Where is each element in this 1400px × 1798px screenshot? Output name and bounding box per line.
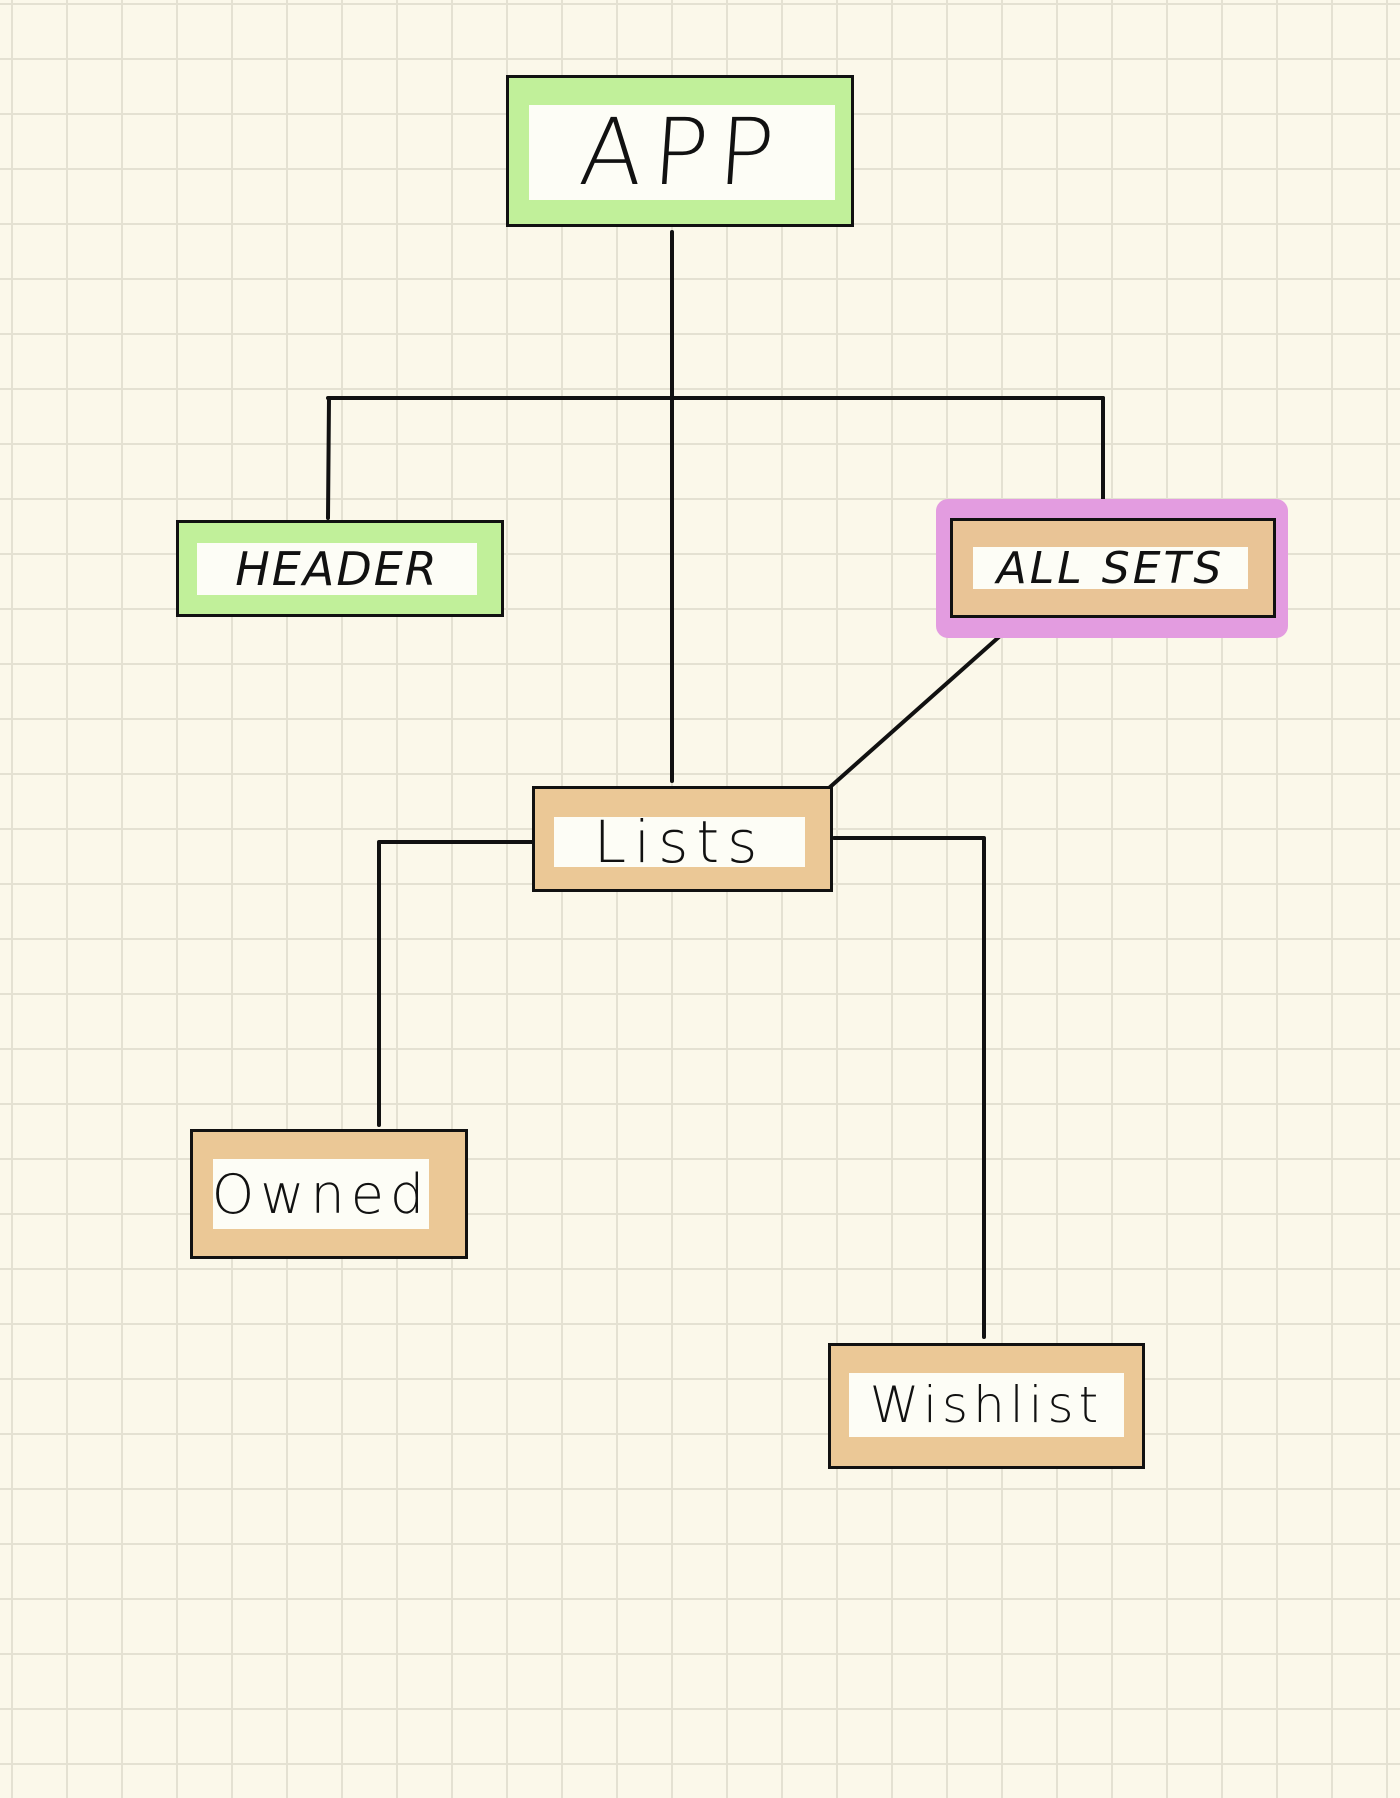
edge-lists-owned xyxy=(377,840,534,1127)
node-owned-label-area: Owned xyxy=(211,1159,431,1229)
node-wishlist-label-area: Wishlist xyxy=(849,1373,1124,1437)
node-app-label-area: APP xyxy=(529,99,835,206)
node-all-sets-label: ALL SETS xyxy=(996,542,1225,594)
edge-app-header xyxy=(326,396,331,520)
node-lists-label: Lists xyxy=(593,808,766,876)
node-lists: Lists xyxy=(532,786,833,892)
node-wishlist-label: Wishlist xyxy=(869,1376,1104,1434)
node-all-sets: ALL SETS xyxy=(950,518,1276,618)
node-header-label-area: HEADER xyxy=(197,542,477,596)
node-header-label: HEADER xyxy=(235,542,439,596)
edge-lists-wishlist xyxy=(832,836,986,1339)
node-app-label: APP xyxy=(576,99,788,206)
node-owned-label: Owned xyxy=(211,1162,431,1226)
node-lists-label-area: Lists xyxy=(554,808,805,876)
node-owned: Owned xyxy=(190,1129,468,1259)
node-all-sets-label-area: ALL SETS xyxy=(973,543,1248,594)
node-header: HEADER xyxy=(176,520,504,617)
node-wishlist: Wishlist xyxy=(828,1343,1145,1469)
node-app: APP xyxy=(506,75,854,227)
edge-allsets-lists xyxy=(827,618,1020,790)
